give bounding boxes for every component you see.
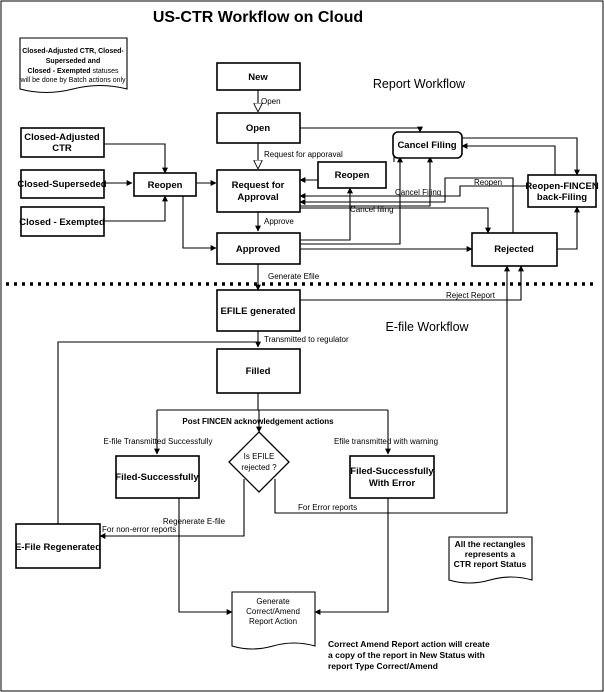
status-request-for-approval-label-1: Request for (232, 180, 285, 191)
label-reject-report: Reject Report (446, 291, 496, 300)
generate-amend-label-3: Report Action (249, 617, 297, 626)
svg-text:Closed-Adjusted CTR, Closed-: Closed-Adjusted CTR, Closed- (22, 48, 124, 55)
status-new-label: New (248, 72, 268, 83)
label-generate-efile: Generate Efile (268, 272, 320, 281)
status-cancel-filing-label: Cancel Filing (397, 140, 456, 151)
status-approved: Approved (216, 232, 301, 265)
decision-label-2: rejected ? (241, 463, 277, 472)
status-closed-superseded: Closed-Superseded (17, 169, 107, 199)
status-open-label: Open (246, 123, 270, 134)
efile-workflow-heading: E-file Workflow (385, 320, 469, 334)
status-filed-with-error-label-2: With Error (369, 478, 416, 489)
status-reopen-left: Reopen (133, 172, 197, 197)
status-approved-label: Approved (236, 244, 281, 255)
rectangles-note: All the rectangles represents a CTR repo… (448, 536, 533, 584)
generate-amend-label-2: Correct/Amend (246, 607, 300, 616)
label-cancel-filing-2: Cancel filing (350, 205, 394, 214)
status-request-for-approval: Request for Approval (216, 169, 301, 213)
status-efile-generated-label: EFILE generated (221, 306, 296, 317)
label-post-fincen: Post FINCEN acknowledgement actions (182, 417, 334, 426)
status-rejected: Rejected (471, 232, 558, 267)
status-filled-label: Filled (246, 366, 271, 377)
status-rejected-label: Rejected (494, 244, 534, 255)
status-closed-exempted: Closed - Exempted (19, 206, 105, 237)
label-transmitted-to-regulator: Transmitted to regulator (264, 335, 349, 344)
status-closed-exempted-label: Closed - Exempted (19, 217, 105, 228)
status-reopen-fincen-label-2: back-Filing (537, 192, 587, 203)
batch-note-line-3a: Closed - Exempted (27, 68, 90, 75)
batch-actions-note: Closed-Adjusted CTR, Closed- Superseded … (19, 37, 128, 94)
status-open: Open (216, 112, 301, 144)
status-new: New (216, 62, 301, 91)
generate-correct-amend-action: Generate Correct/Amend Report Action (231, 591, 316, 650)
status-efile-regenerated-label: E-File Regenerated (15, 542, 101, 553)
status-filled: Filled (216, 348, 301, 394)
status-efile-generated: EFILE generated (216, 289, 301, 332)
status-filed-successfully-with-error: Filed-Successfully With Error (349, 455, 435, 499)
batch-note-line-3b: statuses (91, 68, 120, 75)
status-closed-adjusted-ctr: Closed-Adjusted CTR (20, 127, 105, 158)
page-title: US-CTR Workflow on Cloud (153, 9, 363, 26)
report-workflow-heading: Report Workflow (373, 77, 466, 91)
label-efile-transmitted-successfully: E-file Transmitted Successfully (104, 437, 213, 446)
amend-note-line-1: Correct Amend Report action will create (328, 639, 490, 649)
amend-note: Correct Amend Report action will create … (328, 639, 490, 671)
label-regenerate-efile: Regenerate E-file (163, 517, 226, 526)
status-reopen-fincen-backfiling: Reopen-FINCEN back-Filing (525, 174, 599, 208)
amend-note-line-3: report Type Correct/Amend (328, 661, 438, 671)
status-reopen-mid: Reopen (317, 161, 387, 189)
status-cancel-filing: Cancel Filing (392, 131, 463, 159)
status-closed-adjusted-label-1: Closed-Adjusted (24, 132, 100, 143)
svg-text:Superseded and: Superseded and (46, 58, 100, 65)
svg-text:Closed - Exempted statuses: Closed - Exempted statuses (27, 68, 119, 75)
amend-note-line-2: a copy of the report in New Status with (328, 650, 485, 660)
status-reopen-mid-label: Reopen (335, 170, 370, 181)
status-filed-successfully: Filed-Successfully (115, 455, 200, 499)
label-open: Open (261, 97, 281, 106)
batch-note-line-1: Closed-Adjusted CTR, Closed- (22, 48, 124, 55)
generate-amend-label-1: Generate (256, 597, 290, 606)
label-request-for-approval: Request for apporaval (264, 150, 343, 159)
decision-label-1: Is EFILE (244, 452, 275, 461)
status-filed-with-error-label-1: Filed-Successfully (350, 466, 434, 477)
status-filed-successfully-label: Filed-Successfully (115, 472, 199, 483)
rectangles-note-line-1: All the rectangles (455, 539, 526, 549)
decision-efile-rejected: Is EFILE rejected ? (228, 431, 290, 493)
batch-note-line-2: Superseded and (46, 58, 100, 65)
rectangles-note-line-3: CTR report Status (454, 559, 527, 569)
label-for-error-reports: For Error reports (298, 503, 357, 512)
label-approve: Approve (264, 217, 294, 226)
label-reopen: Reopen (474, 178, 502, 187)
status-closed-adjusted-label-2: CTR (52, 143, 72, 154)
label-efile-transmitted-with-warning: Efile transmitted with warning (334, 437, 438, 446)
status-efile-regenerated: E-File Regenerated (15, 523, 101, 569)
label-for-non-error-reports: For non-error reports (102, 525, 176, 534)
status-reopen-fincen-label-1: Reopen-FINCEN (525, 181, 599, 192)
batch-note-line-4: will be done by Batch actions only (19, 77, 126, 84)
rectangles-note-line-2: represents a (465, 549, 516, 559)
label-cancel-filing: Cancel Filing (395, 188, 441, 197)
svg-text:will be done by Batch actions: will be done by Batch actions only (19, 77, 126, 84)
status-closed-superseded-label: Closed-Superseded (17, 179, 106, 190)
status-request-for-approval-label-2: Approval (237, 192, 278, 203)
status-reopen-left-label: Reopen (148, 180, 183, 191)
